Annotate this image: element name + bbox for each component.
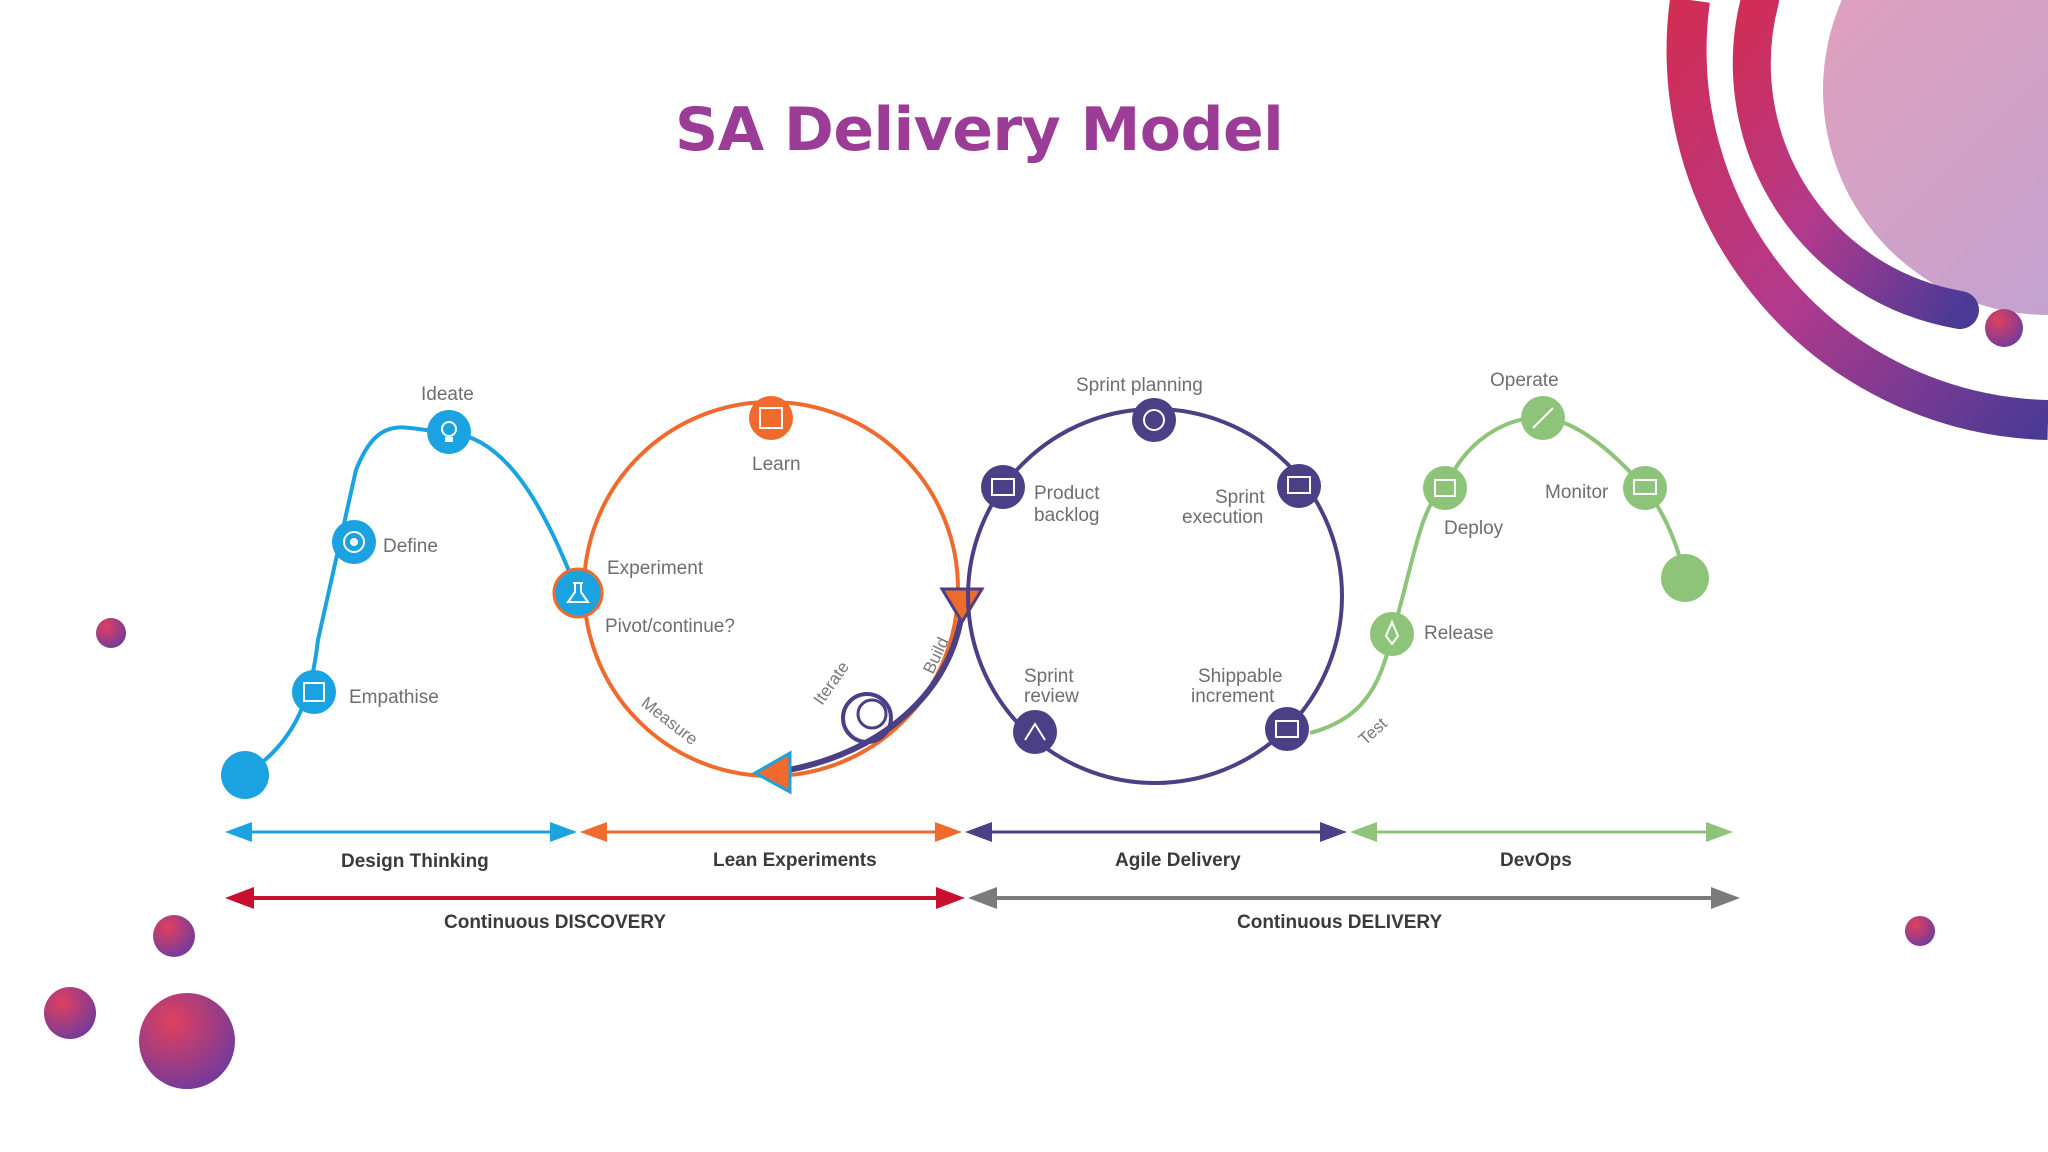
end-node (1661, 554, 1709, 602)
sprint-review-label-2: review (1024, 686, 1079, 707)
shippable-increment-icon (1265, 707, 1309, 751)
monitor-label: Monitor (1545, 482, 1609, 503)
decor-dot (153, 915, 195, 957)
measure-label: Measure (638, 693, 702, 749)
lean-experiments-arrow (580, 822, 962, 842)
agile-delivery-label: Agile Delivery (1115, 850, 1241, 871)
experiment-icon (552, 567, 604, 619)
ideate-label: Ideate (421, 384, 474, 405)
monitor-icon (1623, 466, 1667, 510)
sprint-execution-label-1: Sprint (1215, 487, 1265, 508)
sprint-planning-label: Sprint planning (1076, 375, 1203, 396)
sprint-execution-label-2: execution (1182, 507, 1263, 528)
define-icon (332, 520, 376, 564)
corner-arc-outer (1666, 0, 2048, 440)
product-backlog-icon (981, 465, 1025, 509)
sprint-execution-icon (1277, 464, 1321, 508)
sprint-review-label-1: Sprint (1024, 666, 1074, 687)
lean-experiments-label: Lean Experiments (713, 850, 877, 871)
continuous-discovery-label: Continuous DISCOVERY (444, 912, 666, 933)
shippable-label-2: increment (1191, 686, 1275, 707)
measure-arrow (751, 750, 792, 795)
design-thinking-curve (243, 425, 580, 777)
release-icon (1370, 612, 1414, 656)
iterate-loop-inner (856, 698, 888, 730)
release-label: Release (1424, 623, 1494, 644)
continuous-delivery-arrow (968, 887, 1740, 909)
deploy-icon (1423, 466, 1467, 510)
iterate-label: Iterate (810, 658, 853, 708)
page-title: SA Delivery Model (675, 95, 1284, 165)
operate-label: Operate (1490, 370, 1559, 391)
continuous-discovery-arrow (225, 887, 965, 909)
decor-dot (96, 618, 126, 648)
shippable-label-1: Shippable (1198, 666, 1283, 687)
learn-label: Learn (752, 454, 801, 475)
product-backlog-label-1: Product (1034, 483, 1100, 504)
build-arrow (939, 587, 985, 625)
decor-dot (1985, 309, 2023, 347)
devops-arrow (1350, 822, 1733, 842)
sprint-review-icon (1013, 710, 1057, 754)
sprint-planning-icon (1132, 398, 1176, 442)
decor-dot (1905, 916, 1935, 946)
iterate-loop (841, 692, 893, 744)
empathise-label: Empathise (349, 687, 439, 708)
devops-label: DevOps (1500, 850, 1572, 871)
design-thinking-label: Design Thinking (341, 851, 489, 872)
pivot-label: Pivot/continue? (605, 616, 735, 637)
deploy-label: Deploy (1444, 518, 1504, 539)
product-backlog-label-2: backlog (1034, 505, 1100, 526)
operate-icon (1521, 396, 1565, 440)
build-arc (769, 611, 965, 776)
decor-dot (139, 993, 235, 1089)
agile-delivery-arrow (965, 822, 1347, 842)
learn-icon (749, 396, 793, 440)
empathise-icon (292, 670, 336, 714)
define-label: Define (383, 536, 438, 557)
continuous-delivery-label: Continuous DELIVERY (1237, 912, 1442, 933)
experiment-label: Experiment (607, 558, 704, 579)
devops-curve (1309, 415, 1687, 735)
decor-dot (44, 987, 96, 1039)
start-node (221, 751, 269, 799)
design-thinking-arrow (225, 822, 577, 842)
corner-arc-inner (1732, 0, 1979, 329)
corner-fill (1823, 0, 2048, 315)
ideate-icon (427, 410, 471, 454)
test-label: Test (1355, 714, 1391, 749)
